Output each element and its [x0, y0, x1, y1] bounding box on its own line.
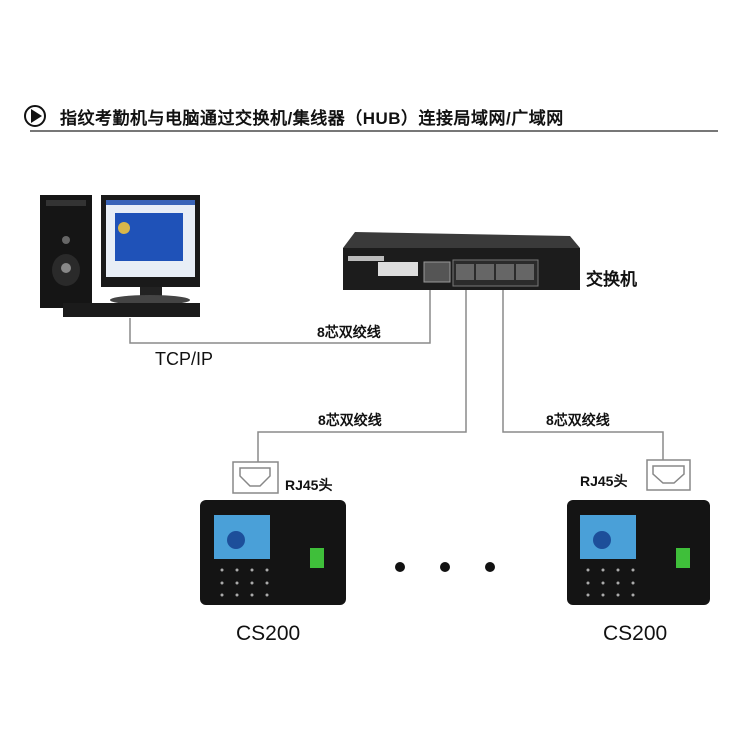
rj45-right-icon [646, 459, 691, 491]
cables [129, 290, 664, 463]
protocol-label: TCP/IP [155, 349, 214, 369]
rj45-right-label: RJ45头 [580, 473, 628, 489]
switch-label: 交换机 [586, 270, 637, 289]
attendance-device-right [567, 500, 710, 605]
attendance-device-left [200, 500, 346, 605]
page-title: 指纹考勤机与电脑通过交换机/集线器（HUB）连接局域网/广域网 [60, 109, 564, 128]
device-left-label: CS200 [236, 622, 301, 645]
device-right-label: CS200 [603, 622, 668, 645]
cable-left-label: 8芯双绞线 [318, 412, 382, 428]
computer [40, 195, 200, 317]
rj45-left-label: RJ45头 [285, 477, 333, 493]
cable-pc-switch [129, 290, 431, 344]
cable-pc-label: 8芯双绞线 [317, 324, 381, 340]
cable-switch-right [502, 290, 664, 460]
rj45-left-icon [232, 461, 279, 494]
ellipsis-dots [395, 562, 495, 572]
network-switch [343, 232, 580, 290]
cable-switch-left [257, 290, 467, 463]
cable-right-label: 8芯双绞线 [546, 412, 610, 428]
play-circle-icon [24, 105, 46, 127]
